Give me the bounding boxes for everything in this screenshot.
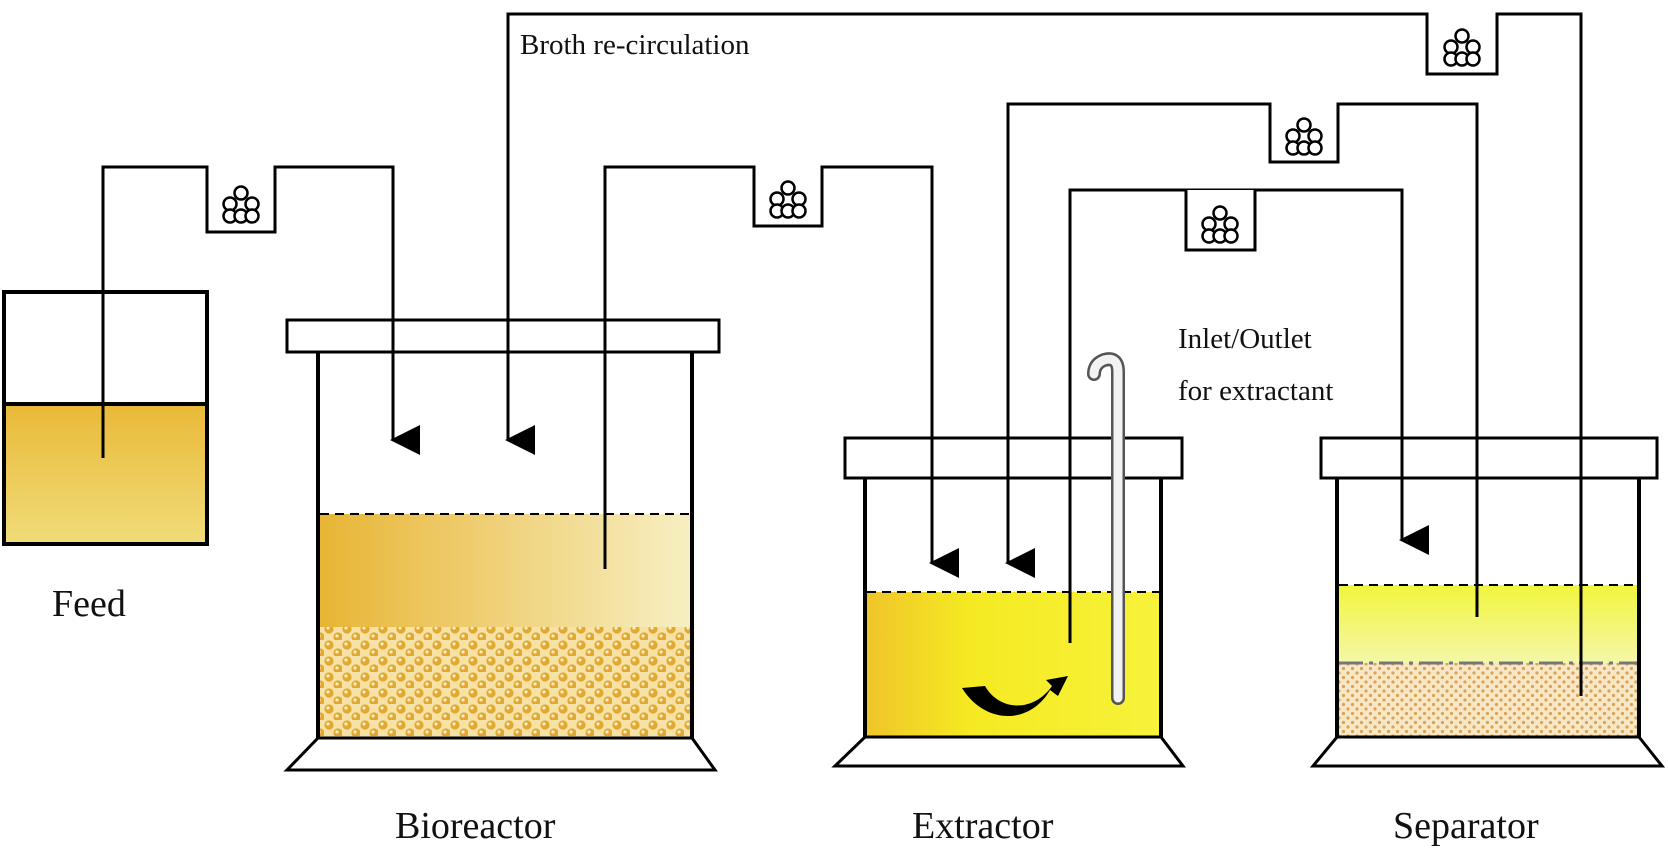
extractor-base — [831, 735, 1187, 768]
bioreactor-vessel — [283, 318, 721, 772]
separator-bottom-phase — [1339, 663, 1637, 736]
extractant-return-line — [1005, 102, 1479, 617]
curved-arrow-icon — [962, 676, 1068, 717]
peristaltic-pump-icon — [222, 28, 1481, 244]
broth-recirculation-label: Broth re-circulation — [520, 29, 750, 61]
inlet-outlet-label: Inlet/Outlet — [1178, 323, 1312, 355]
feed-vessel — [2, 290, 209, 546]
pump-roller — [1307, 140, 1323, 156]
bioreactor-lid — [285, 318, 721, 354]
pump-roller — [233, 185, 249, 201]
separator-lid — [1319, 436, 1659, 480]
extractor-vessel — [831, 436, 1187, 768]
pump-roller — [244, 208, 260, 224]
feed-label: Feed — [52, 583, 126, 625]
bioreactor-walls — [316, 352, 694, 738]
pump-roller — [780, 180, 796, 196]
extractor-walls — [863, 478, 1163, 737]
feed-liquid — [4, 404, 207, 544]
pump-roller — [791, 203, 807, 219]
extractor-label: Extractor — [912, 805, 1054, 847]
pump-roller — [1454, 28, 1470, 44]
bioreactor-beads — [320, 627, 690, 737]
separator-vessel — [1309, 436, 1666, 768]
pump-roller — [1212, 205, 1228, 221]
separator-base — [1309, 735, 1666, 768]
pump-roller — [1223, 228, 1239, 244]
bioreactor-label: Bioreactor — [395, 805, 556, 847]
feed-container — [2, 290, 209, 546]
pump-roller — [1465, 51, 1481, 67]
extractant-tube — [1087, 352, 1125, 705]
pump-roller — [1296, 117, 1312, 133]
extractor-lid — [843, 436, 1184, 480]
separator-walls — [1335, 478, 1641, 737]
separator-label: Separator — [1393, 805, 1539, 847]
separator-top-phase — [1339, 585, 1637, 663]
bioreactor-base — [283, 736, 718, 772]
bioreactor-broth — [320, 514, 690, 627]
extractant-label: for extractant — [1178, 375, 1333, 407]
